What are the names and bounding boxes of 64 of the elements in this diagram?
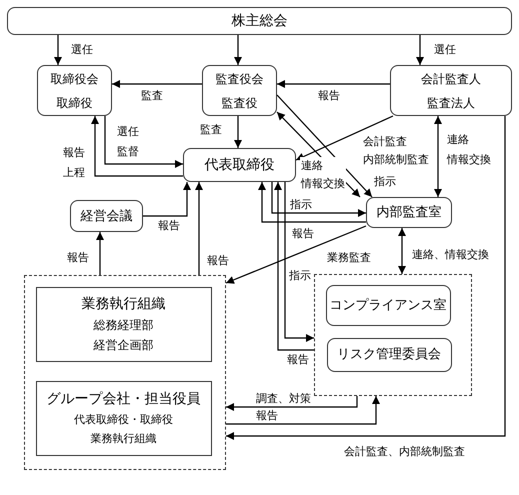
box-heading: 業務執行組織 bbox=[82, 297, 166, 312]
box-text: 業務執行組織 bbox=[90, 433, 157, 444]
edge-label: 連絡、情報交換 bbox=[411, 247, 490, 263]
arrow bbox=[398, 228, 406, 274]
arrow bbox=[112, 80, 202, 88]
arrow bbox=[274, 182, 314, 351]
box-text: 監査役会 bbox=[216, 72, 264, 84]
box-text: 株主総会 bbox=[232, 14, 288, 28]
edge-label: 報告 bbox=[66, 250, 90, 266]
box-text: 取締役 bbox=[56, 96, 92, 108]
arrow bbox=[434, 116, 442, 197]
arrow bbox=[234, 116, 242, 148]
org-box bbox=[326, 338, 452, 372]
group-box bbox=[24, 275, 226, 470]
org-box bbox=[36, 286, 212, 362]
arrow bbox=[54, 35, 62, 65]
arrow bbox=[226, 225, 366, 284]
org-box bbox=[36, 380, 212, 456]
arrow bbox=[258, 182, 366, 223]
arrow bbox=[91, 116, 183, 177]
edge-label: 指示 bbox=[289, 198, 313, 212]
box-text: 総務経理部 bbox=[94, 319, 154, 332]
arrow bbox=[296, 115, 394, 161]
box-text: 経営企画部 bbox=[94, 339, 154, 352]
box-heading: グループ会社・担当役員 bbox=[46, 392, 201, 406]
arrow bbox=[104, 116, 183, 168]
arrow bbox=[271, 182, 366, 217]
arrow bbox=[226, 116, 506, 440]
box-text: 代表取締役・取締役 bbox=[74, 414, 174, 426]
edge-label: 報告 bbox=[286, 352, 310, 368]
arrow bbox=[226, 396, 380, 425]
arrow bbox=[284, 182, 314, 342]
arrow bbox=[416, 35, 424, 65]
org-box bbox=[37, 65, 112, 116]
edge-label: 報告 bbox=[291, 226, 315, 242]
box-text: 監査役 bbox=[222, 96, 258, 108]
edge-label: 調査、対策 bbox=[255, 392, 312, 406]
arrow bbox=[226, 396, 358, 411]
box-text: コンプライアンス室 bbox=[330, 298, 447, 312]
arrow bbox=[143, 182, 191, 217]
org-box bbox=[70, 200, 143, 232]
arrow bbox=[96, 232, 104, 275]
box-text: リスク管理委員会 bbox=[337, 348, 442, 362]
edge-label: 報告 bbox=[206, 253, 230, 269]
org-box bbox=[366, 197, 452, 228]
org-box bbox=[202, 65, 277, 116]
org-box bbox=[7, 7, 512, 35]
edge-label: 報告 bbox=[157, 218, 181, 234]
group-box bbox=[314, 274, 472, 396]
arrow bbox=[195, 182, 203, 275]
edge-label: 報告 bbox=[317, 88, 341, 104]
box-text: 経営会議 bbox=[80, 210, 132, 222]
org-box bbox=[183, 148, 296, 182]
arrow bbox=[277, 80, 390, 88]
arrow bbox=[234, 35, 242, 65]
org-box bbox=[326, 284, 451, 326]
box-text: 会計監査人 bbox=[421, 72, 481, 84]
edge-label: 報告 bbox=[255, 409, 279, 423]
org-box bbox=[390, 65, 512, 116]
box-text: 取締役会 bbox=[50, 72, 98, 84]
arrow bbox=[276, 94, 372, 198]
box-text: 内部監査室 bbox=[376, 206, 442, 219]
box-text: 監査法人 bbox=[427, 96, 475, 108]
box-text: 代表取締役 bbox=[204, 158, 274, 172]
